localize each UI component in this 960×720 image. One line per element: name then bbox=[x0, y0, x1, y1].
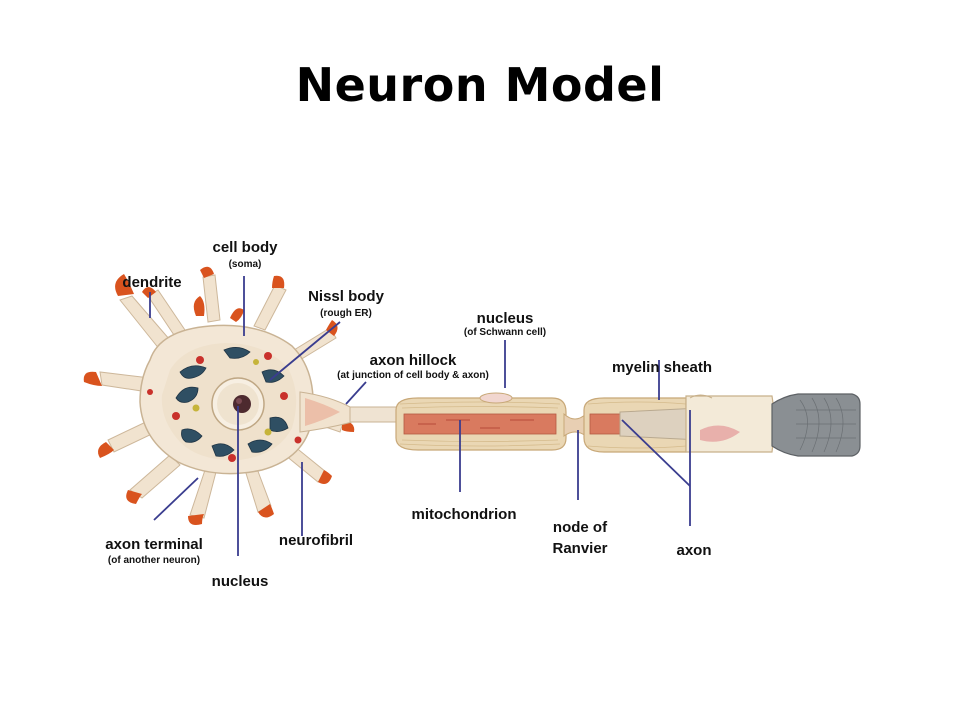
label-cell-body-sub: (soma) bbox=[229, 259, 262, 270]
leader-axon-terminal bbox=[153, 477, 199, 521]
label-node-of-ranvier-2: Ranvier bbox=[552, 540, 607, 557]
label-neurofibril: neurofibril bbox=[279, 532, 353, 549]
leader-lines bbox=[149, 276, 691, 556]
label-node-of-ranvier-1: node of bbox=[553, 519, 608, 536]
leader-axon-a bbox=[621, 419, 691, 487]
label-axon-hillock: axon hillock bbox=[370, 352, 457, 369]
label-axon-hillock-sub: (at junction of cell body & axon) bbox=[337, 370, 489, 381]
label-schwann-nucleus: nucleus bbox=[477, 310, 534, 327]
label-nissl-body-sub: (rough ER) bbox=[320, 308, 372, 319]
label-cell-body: cell body bbox=[212, 239, 278, 256]
label-axon-terminal-sub: (of another neuron) bbox=[108, 555, 200, 566]
label-dendrite: dendrite bbox=[122, 274, 181, 291]
label-axon: axon bbox=[676, 542, 711, 559]
labels: cell body (soma) dendrite Nissl body (ro… bbox=[105, 239, 712, 590]
label-myelin-sheath: myelin sheath bbox=[612, 359, 712, 376]
label-mitochondrion: mitochondrion bbox=[412, 506, 517, 523]
soma-illustration bbox=[83, 266, 355, 525]
leader-axon-hillock bbox=[345, 381, 367, 405]
label-axon-terminal: axon terminal bbox=[105, 536, 203, 553]
label-nucleus: nucleus bbox=[212, 573, 269, 590]
axon-illustration bbox=[349, 392, 861, 457]
label-schwann-nucleus-sub: (of Schwann cell) bbox=[464, 327, 546, 338]
label-nissl-body: Nissl body bbox=[308, 288, 385, 305]
slide-title: Neuron Model bbox=[295, 58, 665, 112]
leader-nissl-body bbox=[269, 321, 341, 381]
